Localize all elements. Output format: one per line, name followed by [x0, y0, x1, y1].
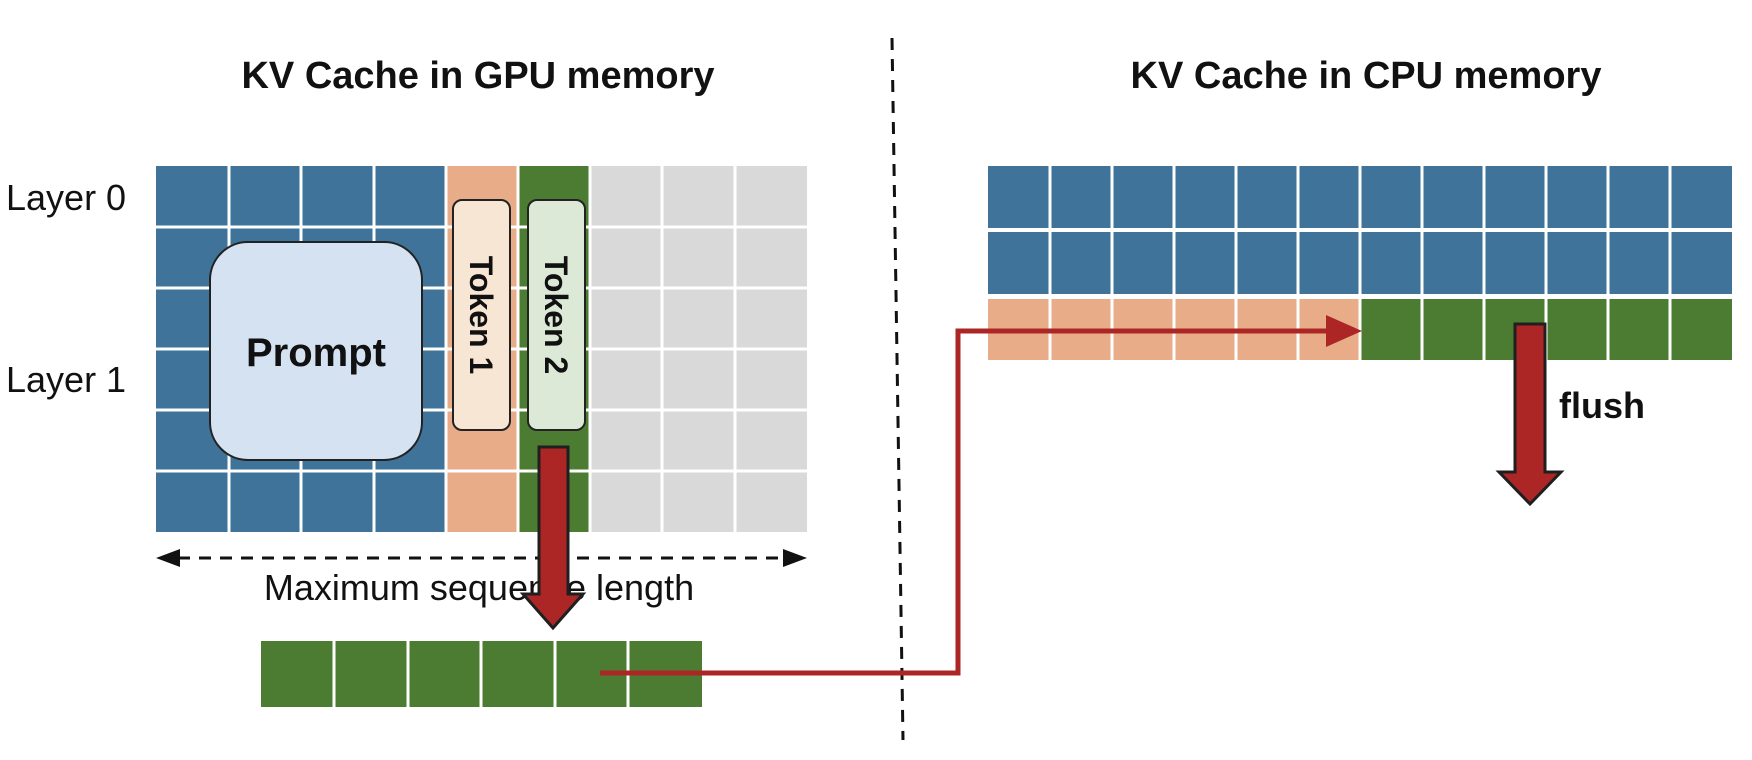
token2-box	[527, 199, 586, 431]
sequence-length-label: Maximum sequence length	[264, 567, 694, 608]
layer-1-label: Layer 1	[6, 359, 126, 400]
cpu-panel-title: KV Cache in CPU memory	[1131, 55, 1602, 97]
transfer-arrow	[600, 315, 1362, 676]
gpu-panel-title: KV Cache in GPU memory	[241, 55, 714, 97]
flush-label: flush	[1559, 385, 1645, 426]
cpu-cache-rows	[988, 166, 1732, 360]
layer-0-label: Layer 0	[6, 177, 126, 218]
copy-down-arrow	[519, 445, 587, 631]
prompt-box	[209, 241, 423, 461]
panel-divider	[890, 37, 905, 741]
token1-box	[452, 199, 511, 431]
sequence-length-arrow	[156, 549, 807, 567]
token1-label: Token 1	[463, 256, 499, 375]
prompt-label: Prompt	[246, 331, 386, 375]
token2-label: Token 2	[538, 256, 574, 375]
flush-down-arrow	[1495, 322, 1565, 507]
